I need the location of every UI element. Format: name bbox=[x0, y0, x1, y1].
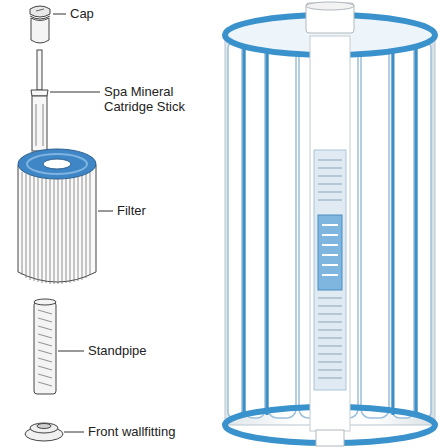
standpipe-drawing bbox=[34, 299, 56, 394]
part-label: Standpipe bbox=[88, 343, 147, 358]
part-label: Filter bbox=[117, 203, 146, 218]
part-label: Spa Mineral Catridge Stick bbox=[104, 84, 214, 114]
part-label: Front wallfitting bbox=[88, 424, 175, 439]
mineral-stick-drawing bbox=[31, 50, 48, 151]
filter-drawing bbox=[18, 149, 96, 284]
part-label: Cap bbox=[70, 6, 94, 21]
wallfitting-drawing bbox=[25, 423, 63, 441]
cap-drawing bbox=[30, 6, 50, 43]
assembled-filter bbox=[225, 2, 435, 446]
leader-lines bbox=[50, 14, 113, 432]
